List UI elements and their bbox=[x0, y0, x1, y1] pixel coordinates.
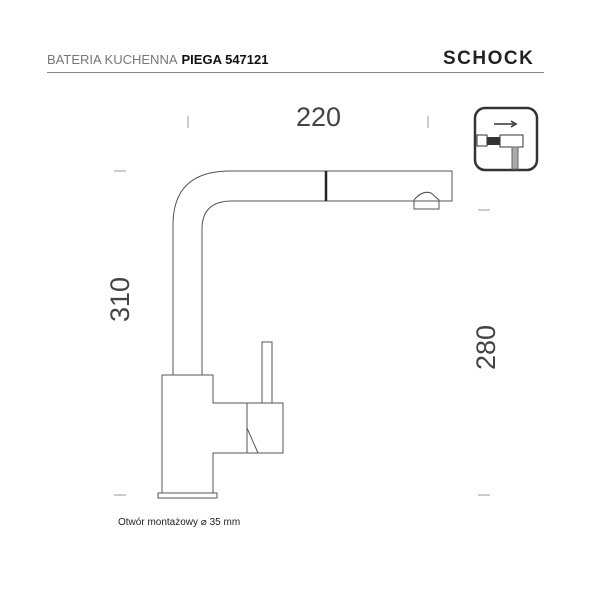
product-type: BATERIA KUCHENNA bbox=[47, 52, 178, 67]
dimension-ticks bbox=[114, 116, 490, 496]
pull-out-spout-icon bbox=[473, 106, 539, 172]
header-divider bbox=[47, 72, 544, 73]
spout-height-dimension: 280 bbox=[471, 324, 502, 371]
mounting-hole-note: Otwór montażowy ⌀ 35 mm bbox=[118, 517, 241, 528]
total-height-dimension: 310 bbox=[105, 276, 136, 323]
width-dimension: 220 bbox=[296, 102, 342, 132]
brand-logo: SCHOCK bbox=[443, 48, 535, 69]
model-name: PIEGA 547121 bbox=[181, 52, 269, 67]
faucet-outline bbox=[157, 170, 453, 499]
